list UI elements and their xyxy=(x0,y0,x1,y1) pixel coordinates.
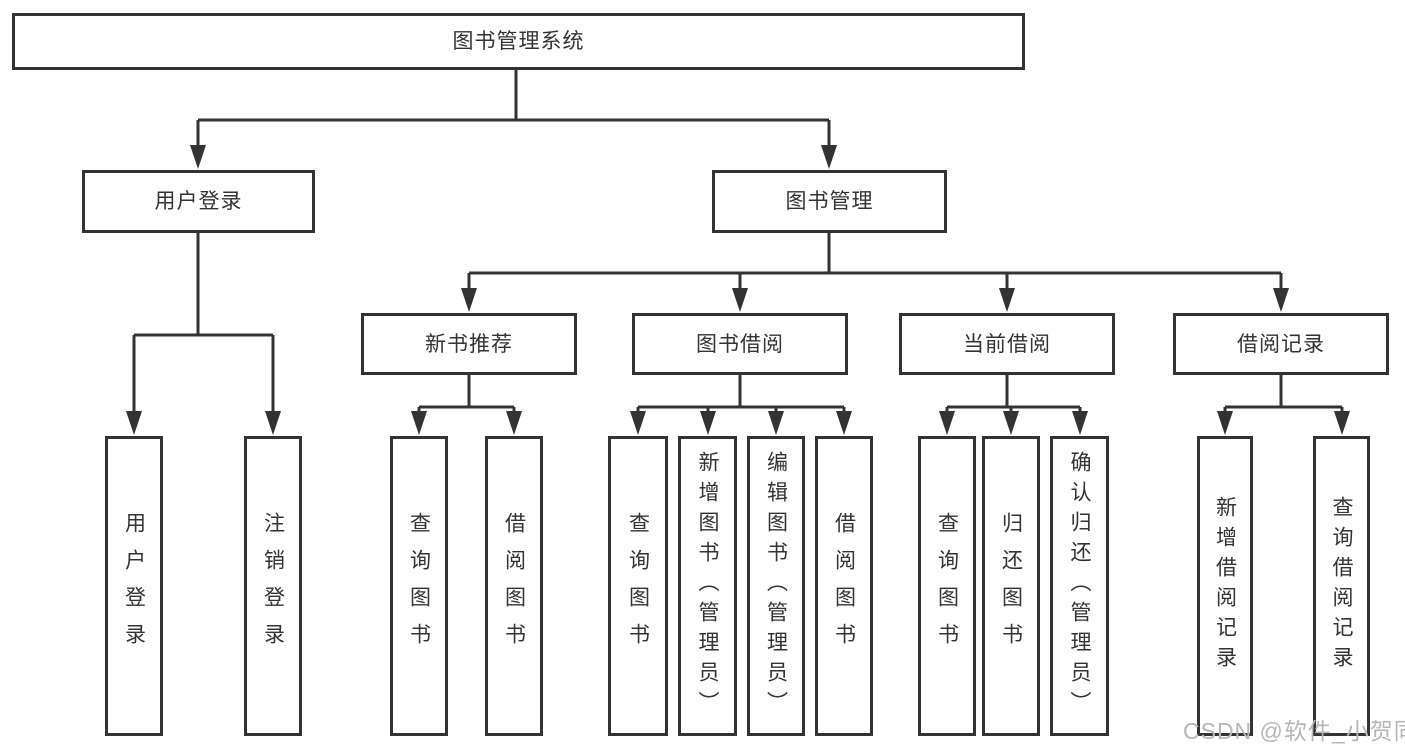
leaf-confirm-return-admin: 确认归还（管理员） xyxy=(1050,436,1109,736)
arrowheads xyxy=(126,145,1350,435)
leaf-add-books-admin: 新增图书（管理员） xyxy=(678,436,737,736)
node-user-login: 用户登录 xyxy=(82,170,315,233)
leaf-add-books-admin-label: 新增图书（管理员） xyxy=(696,451,719,721)
leaf-edit-books-admin: 编辑图书（管理员） xyxy=(747,436,805,736)
node-library-system-label: 图书管理系统 xyxy=(452,30,585,53)
leaf-recommend-borrow-books: 借阅图书 xyxy=(485,436,543,736)
leaf-return-books: 归还图书 xyxy=(982,436,1040,736)
leaf-recommend-query-books: 查询图书 xyxy=(390,436,448,736)
node-borrowing-records: 借阅记录 xyxy=(1173,313,1389,375)
leaf-borrowing-query-books: 查询图书 xyxy=(608,436,668,736)
node-book-borrowing-label: 图书借阅 xyxy=(696,332,784,356)
leaf-logout: 注销登录 xyxy=(244,436,302,736)
leaf-logout-label: 注销登录 xyxy=(261,512,285,660)
leaf-return-books-label: 归还图书 xyxy=(999,512,1023,660)
node-book-borrowing: 图书借阅 xyxy=(632,313,848,375)
node-new-book-recommend-label: 新书推荐 xyxy=(425,332,513,356)
leaf-current-query-books-label: 查询图书 xyxy=(935,512,959,660)
leaf-confirm-return-admin-label: 确认归还（管理员） xyxy=(1068,451,1091,721)
node-current-borrowing-label: 当前借阅 xyxy=(963,332,1051,356)
csdn-watermark: CSDN @软件_小贺同学 xyxy=(1183,718,1405,744)
leaf-add-borrow-record: 新增借阅记录 xyxy=(1197,436,1253,736)
leaf-current-query-books: 查询图书 xyxy=(918,436,976,736)
leaf-query-borrow-record: 查询借阅记录 xyxy=(1313,436,1370,736)
node-book-management: 图书管理 xyxy=(712,170,947,233)
leaf-query-borrow-record-label: 查询借阅记录 xyxy=(1330,496,1353,676)
node-current-borrowing: 当前借阅 xyxy=(899,313,1115,375)
leaf-user-login: 用户登录 xyxy=(105,436,163,736)
leaf-recommend-query-books-label: 查询图书 xyxy=(407,512,431,660)
leaf-borrowing-borrow-books-label: 借阅图书 xyxy=(832,512,856,660)
leaf-recommend-borrow-books-label: 借阅图书 xyxy=(502,512,526,660)
leaf-edit-books-admin-label: 编辑图书（管理员） xyxy=(764,451,788,721)
leaf-add-borrow-record-label: 新增借阅记录 xyxy=(1213,496,1237,676)
leaf-borrowing-borrow-books: 借阅图书 xyxy=(815,436,873,736)
node-borrowing-records-label: 借阅记录 xyxy=(1237,332,1325,356)
leaf-user-login-label: 用户登录 xyxy=(122,512,146,660)
node-book-management-label: 图书管理 xyxy=(785,190,874,213)
node-user-login-label: 用户登录 xyxy=(154,190,243,213)
node-library-system: 图书管理系统 xyxy=(12,13,1025,70)
node-new-book-recommend: 新书推荐 xyxy=(361,313,577,375)
leaf-borrowing-query-books-label: 查询图书 xyxy=(626,512,650,660)
